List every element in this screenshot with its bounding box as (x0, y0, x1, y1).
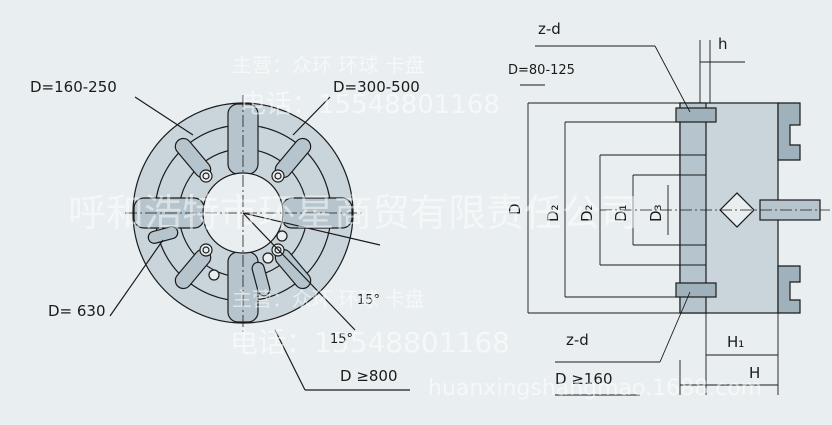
watermark-main-top: 主营：众环 环球 卡盘 (232, 53, 425, 77)
watermark-company: 呼和浩特市环星商贸有限责任公司 (68, 191, 638, 235)
label-h: h (718, 35, 728, 53)
leader-d300 (292, 96, 331, 136)
angle-line-2 (242, 212, 356, 331)
angle-line-1 (242, 212, 381, 246)
label-zd-bottom: z-d (566, 331, 589, 349)
label-zd-top: z-d (538, 20, 561, 38)
leader-d160 (134, 96, 194, 136)
label-d160-250: D=160-250 (30, 78, 117, 96)
front-view (109, 95, 410, 391)
leader-d630 (109, 239, 164, 317)
watermark-main-bottom: 主营：众环 环球 卡盘 (232, 287, 425, 311)
side-flange (679, 102, 707, 314)
label-dim-D3: D₃ (647, 204, 665, 222)
bolt-bottom (675, 282, 717, 298)
watermark-phone-top: 电话：15548801168 (240, 90, 500, 120)
label-d80-125: D=80-125 (508, 63, 575, 78)
label-d800: D ≥800 (340, 367, 398, 385)
label-dim-D2b: D₂ (578, 204, 596, 222)
watermark-phone-bottom: 电话：15548801168 (230, 326, 510, 359)
label-dim-H: H (749, 364, 760, 382)
label-angle-1: 15° (357, 293, 380, 308)
label-d630: D= 630 (48, 302, 106, 320)
bolt-top (675, 107, 717, 123)
leader-d800a (274, 329, 306, 391)
watermark-url: huanxingshangmao.1688.com (428, 376, 762, 401)
bolt-holes (199, 169, 288, 281)
label-dim-D: D (506, 203, 524, 215)
side-view (520, 40, 830, 396)
label-dim-H1: H₁ (727, 333, 744, 351)
label-angle-2: 15° (330, 332, 353, 347)
jaw-steps-top (777, 102, 801, 161)
label-dim-D2a: D₂ (544, 204, 562, 222)
jaw-steps-bottom (777, 265, 801, 314)
dimension-lines (520, 40, 779, 396)
label-d300-500: D=300-500 (333, 78, 420, 96)
label-d160: D ≥160 (555, 370, 613, 388)
label-dim-D1: D₁ (612, 204, 630, 222)
